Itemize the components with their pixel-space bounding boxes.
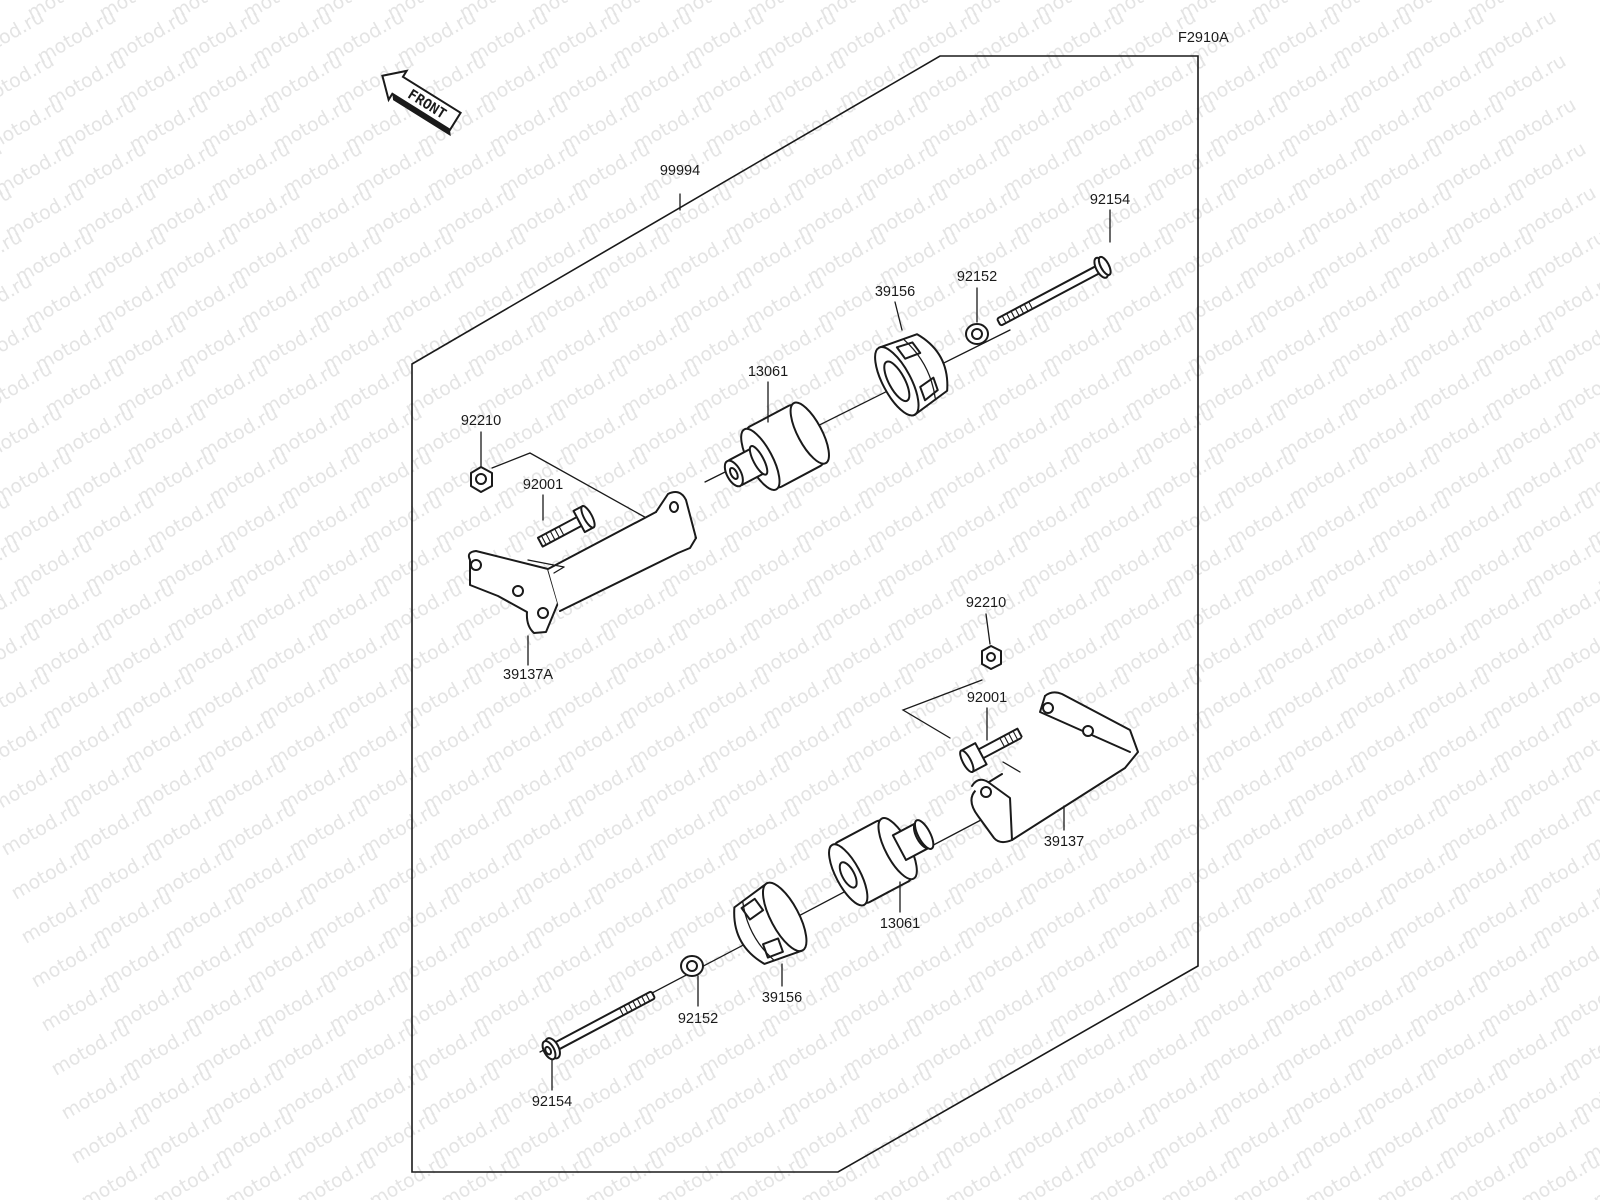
upper-flange-bolt-92001: [536, 505, 596, 548]
upper-slider-label: 13061: [748, 364, 788, 380]
upper-bracket-label: 39137A: [503, 667, 553, 683]
lower-cap-label: 39156: [762, 990, 802, 1006]
lower-bracket-label: 39137: [1044, 834, 1084, 850]
upper-bolt-label: 92154: [1090, 192, 1130, 208]
kit-label: 99994: [660, 163, 700, 179]
kit-outline: [411, 55, 1199, 1173]
lower-washer-92152: [680, 955, 704, 977]
lower-bolt-92154: [541, 990, 656, 1061]
lower-slider-label: 13061: [880, 916, 920, 932]
lower-nut-92210: [981, 645, 1002, 670]
upper-washer-label: 92152: [957, 269, 997, 285]
lower-cap-39156: [733, 881, 808, 965]
upper-bolt-92154: [996, 255, 1112, 327]
lower-flange-bolt-92001: [959, 727, 1024, 774]
lower-bracket-39137: [970, 691, 1139, 844]
lower-flange-bolt-label: 92001: [967, 690, 1007, 706]
upper-cap-label: 39156: [875, 284, 915, 300]
lower-bolt-label: 92154: [532, 1094, 572, 1110]
upper-nut-92210: [470, 466, 493, 493]
upper-slider-13061: [723, 401, 830, 491]
upper-cap-39156: [874, 333, 949, 417]
drawing-code: F2910A: [1178, 30, 1229, 46]
upper-nut-label: 92210: [461, 413, 501, 429]
lower-washer-label: 92152: [678, 1011, 718, 1027]
lower-nut-guide: [901, 679, 983, 739]
upper-bracket-39137A: [467, 491, 697, 634]
upper-nut-guide: [491, 452, 651, 521]
lower-nut-label: 92210: [966, 595, 1006, 611]
upper-flange-bolt-label: 92001: [523, 477, 563, 493]
upper-washer-92152: [965, 323, 989, 345]
lower-slider-13061: [828, 817, 935, 907]
